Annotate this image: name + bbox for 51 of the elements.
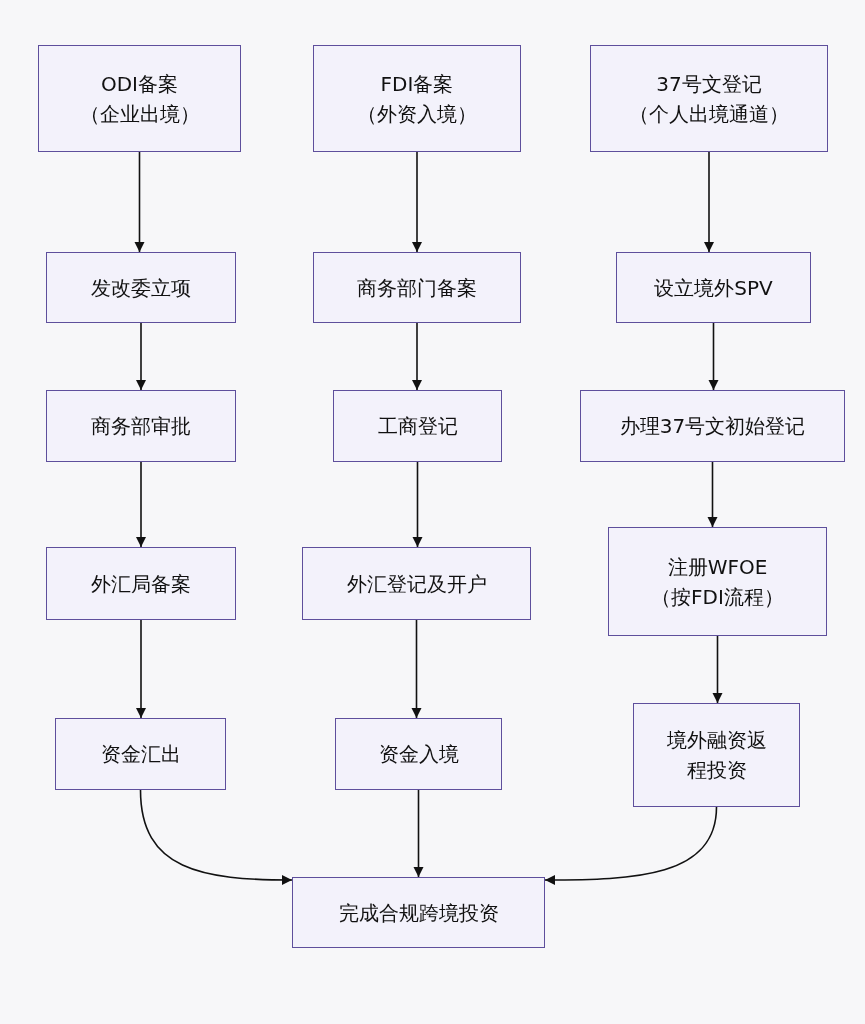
arrow — [139, 789, 293, 885]
box-text: 境外融资返程投资 — [666, 727, 767, 784]
process-box — [46, 390, 236, 462]
box-text: 完成合规跨境投资 — [338, 899, 499, 927]
box-text: （个人出境通道） — [629, 100, 789, 128]
arrow — [136, 461, 146, 548]
box-text: （企业出境） — [79, 100, 200, 128]
arrow — [136, 619, 146, 719]
process-box — [292, 877, 545, 948]
box-text: 注册WFOE — [667, 553, 768, 581]
process-box — [590, 45, 828, 152]
process-box — [616, 252, 811, 323]
process-box — [46, 547, 236, 620]
process-box — [313, 252, 521, 323]
process-box — [38, 45, 241, 152]
arrow — [712, 635, 723, 704]
process-box — [608, 527, 827, 636]
arrow — [412, 151, 422, 253]
box-text: 资金入境 — [378, 741, 459, 768]
process-box — [46, 252, 236, 323]
box-text: 37号文登记 — [656, 70, 762, 98]
box-text: （外资入境） — [357, 100, 477, 128]
process-box — [313, 45, 521, 152]
box-text: 外汇登记及开户 — [346, 570, 487, 598]
box-text: ODI备案 — [100, 70, 178, 98]
arrow — [412, 322, 422, 391]
arrow — [704, 151, 714, 253]
process-box — [302, 547, 531, 620]
box-text: 商务部门备案 — [357, 274, 477, 302]
process-box — [55, 718, 226, 790]
arrow — [411, 619, 422, 719]
arrow — [413, 789, 424, 878]
box-text: 商务部审批 — [91, 413, 191, 440]
box-text: 发改委立项 — [91, 274, 191, 302]
box-text: 资金汇出 — [100, 741, 181, 768]
arrow — [544, 806, 718, 885]
process-box — [580, 390, 845, 462]
box-text: FDI备案 — [380, 70, 454, 98]
box-text: 工商登记 — [377, 413, 458, 440]
arrow — [707, 461, 718, 528]
process-box — [333, 390, 502, 462]
arrow — [136, 322, 146, 391]
arrow — [134, 151, 145, 253]
box-text: 外汇局备案 — [91, 570, 191, 598]
box-text: 办理37号文初始登记 — [619, 413, 806, 440]
process-box — [335, 718, 502, 790]
box-text: （按FDI流程） — [651, 583, 784, 611]
arrow — [708, 322, 719, 391]
box-text: 设立境外SPV — [654, 274, 773, 302]
process-box — [633, 703, 800, 807]
arrow — [412, 461, 423, 548]
